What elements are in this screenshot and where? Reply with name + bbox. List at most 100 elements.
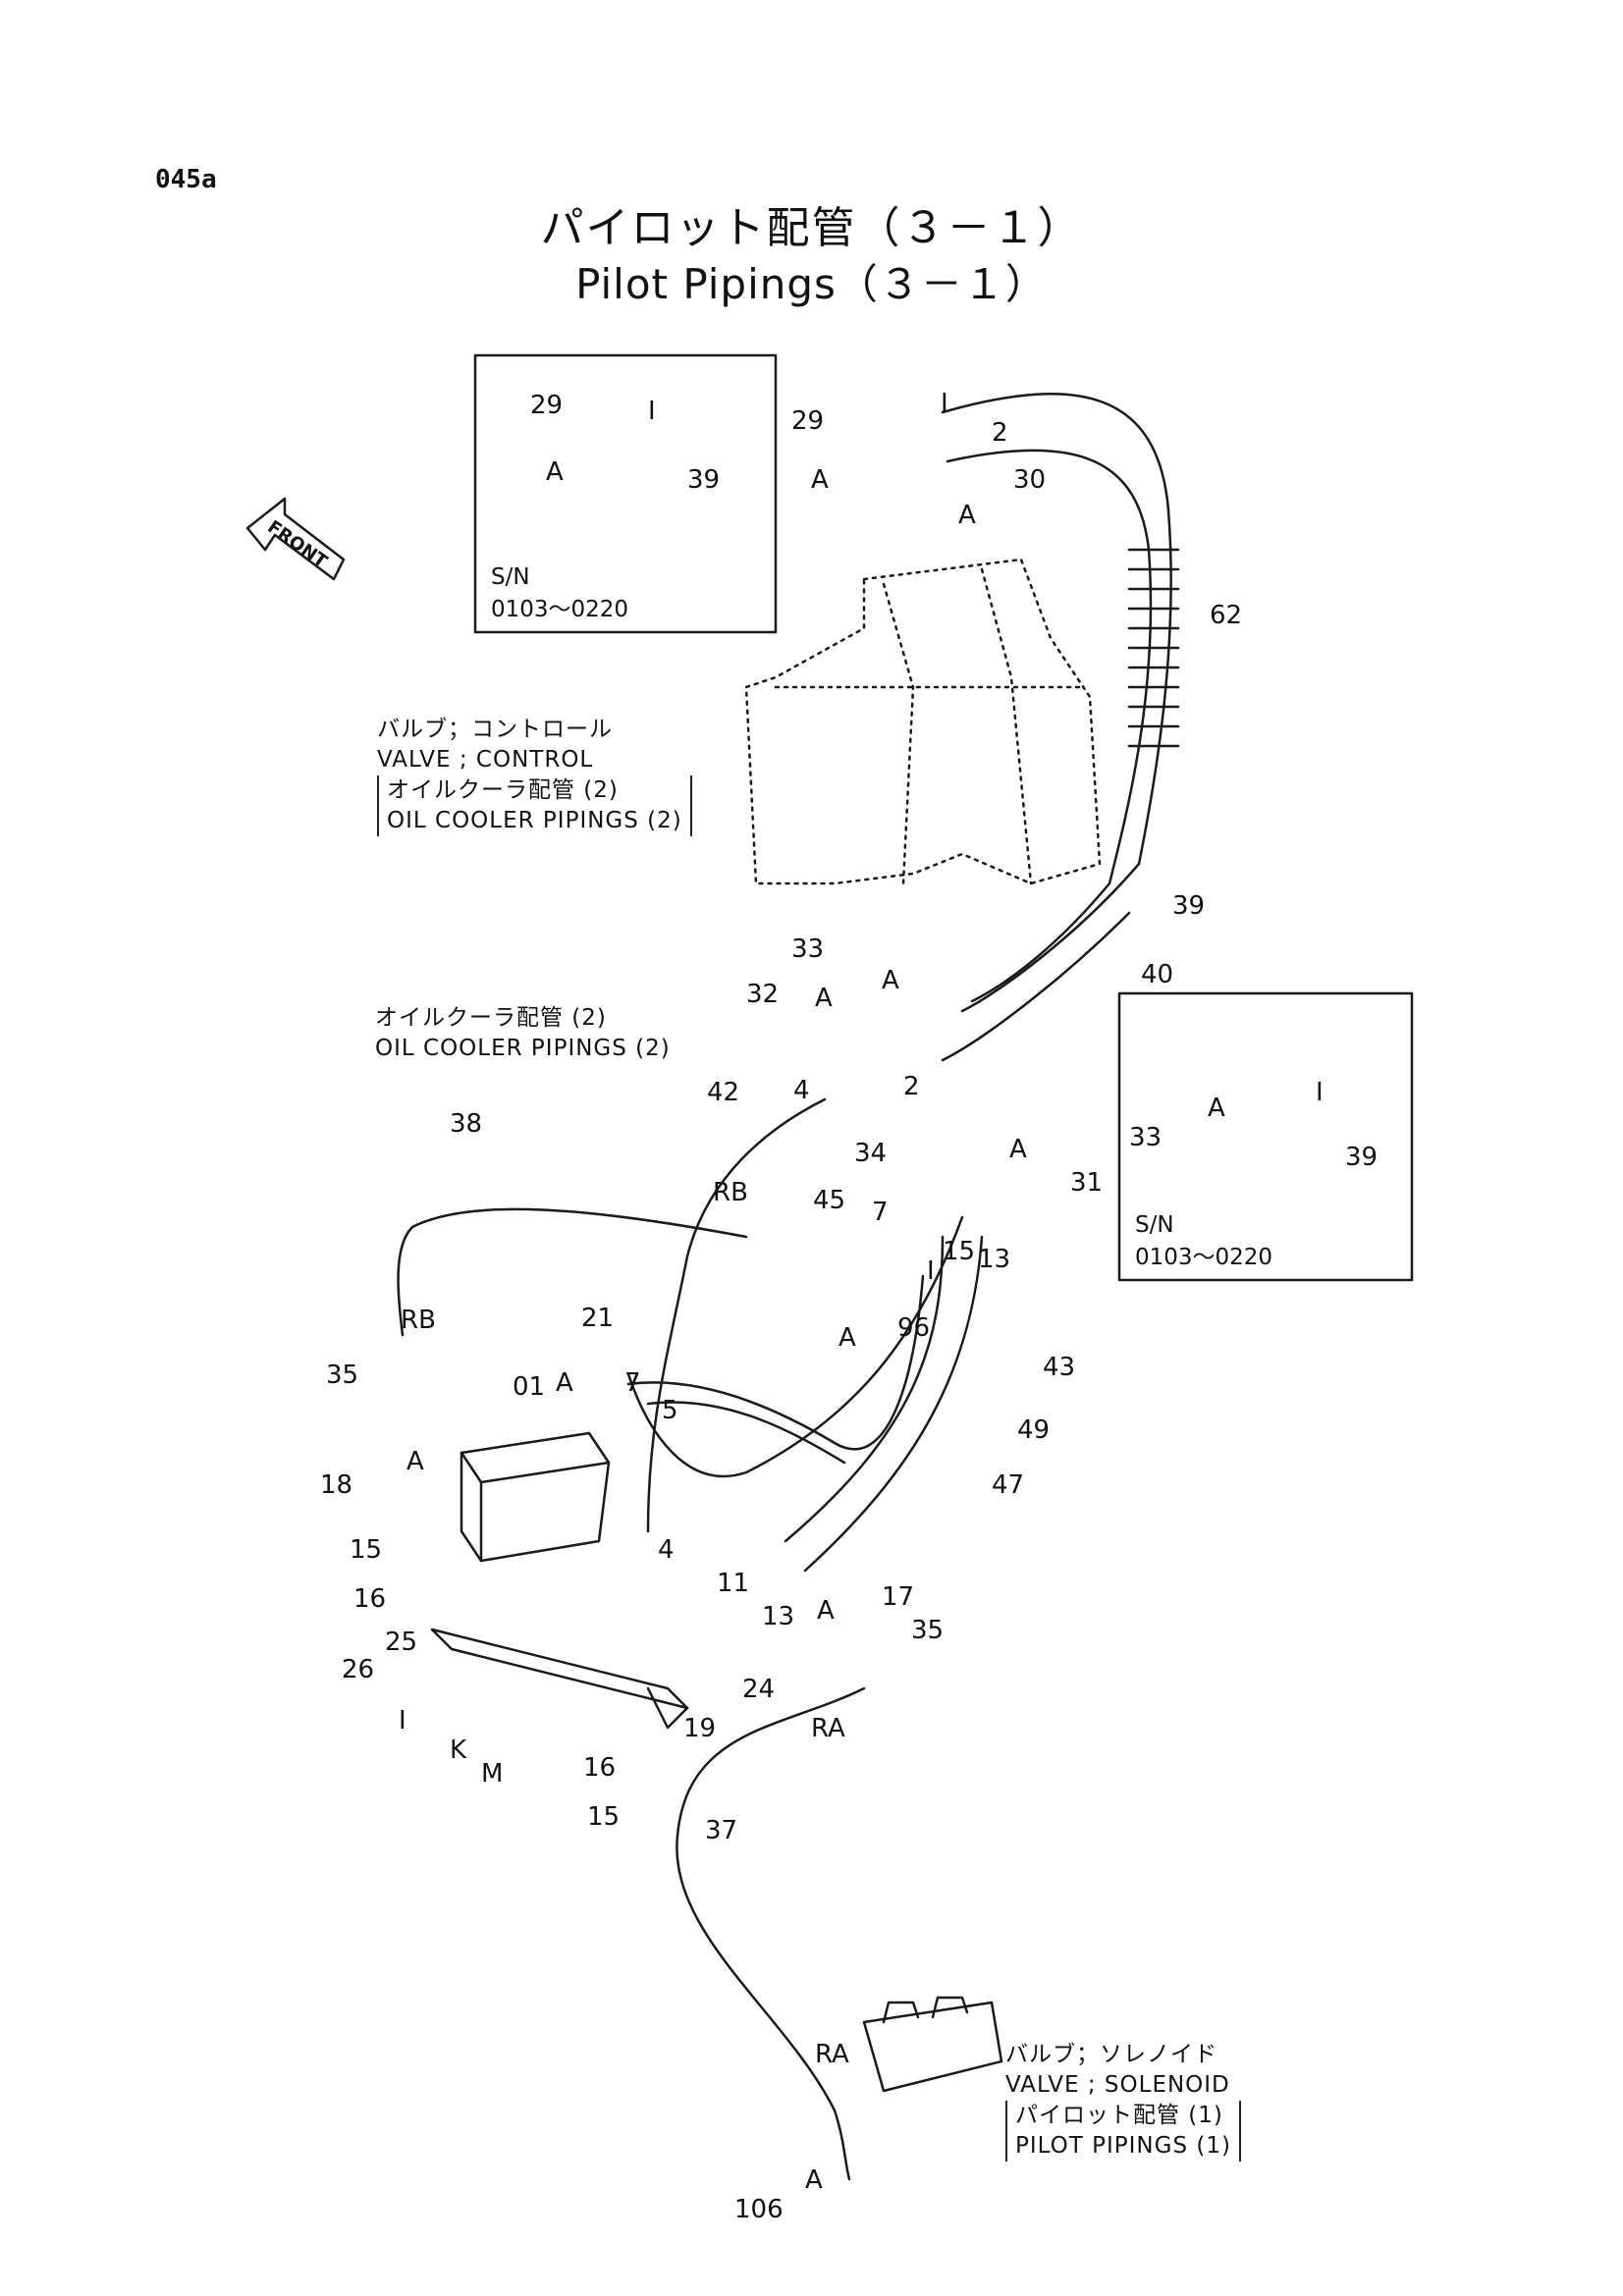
callout-2: 2	[903, 1072, 920, 1101]
manifold-block	[460, 1431, 611, 1563]
callout-i-circle: I	[399, 1706, 406, 1735]
bracket-plate	[430, 1628, 689, 1730]
page-code: 045a	[155, 165, 217, 194]
callout-16: 16	[353, 1584, 387, 1614]
callout-21: 21	[581, 1304, 615, 1333]
callout-i: I	[941, 389, 948, 418]
inset-left-sn-label: S/N	[491, 564, 530, 590]
note-oil-cooler: オイルクーラ配管 (2) OIL COOLER PIPINGS (2)	[375, 1003, 671, 1064]
callout-rb: RB	[713, 1178, 748, 1207]
callout-a: A	[882, 966, 899, 995]
callout-11: 11	[717, 1569, 750, 1598]
callout-16: 16	[583, 1753, 617, 1783]
note-control-valve-en: VALVE ; CONTROL	[377, 747, 594, 774]
inset-right-sn-range: 0103～0220	[1135, 1245, 1273, 1271]
callout-ra: RA	[815, 2040, 849, 2069]
callout-25: 25	[385, 1628, 418, 1657]
callout-37: 37	[705, 1816, 738, 1845]
callout-a: A	[839, 1323, 856, 1353]
note-solenoid-valve-en: VALVE ; SOLENOID	[1005, 2072, 1230, 2099]
inset-right-sn: S/N 0103～0220	[1135, 1209, 1272, 1275]
callout-rb: RB	[401, 1306, 436, 1335]
callout-01: 01	[513, 1372, 546, 1402]
callout-39: 39	[1172, 891, 1206, 921]
callout-15: 15	[943, 1237, 976, 1266]
front-arrow-icon	[245, 497, 346, 581]
callout-13: 13	[762, 1602, 795, 1631]
callout-31: 31	[1070, 1168, 1104, 1198]
callout-43: 43	[1043, 1353, 1076, 1382]
note-solenoid-valve: バルブ；ソレノイド VALVE ; SOLENOID パイロット配管 (1) P…	[1005, 2040, 1241, 2163]
callout-4: 4	[793, 1076, 810, 1105]
callout-35: 35	[911, 1616, 945, 1645]
callout-24: 24	[742, 1675, 776, 1704]
callout-45: 45	[813, 1186, 846, 1215]
callout-19: 19	[683, 1714, 717, 1743]
inset-right-label-33: 33	[1129, 1123, 1163, 1152]
callout-42: 42	[707, 1078, 740, 1107]
note-control-valve: バルブ；コントロール VALVE ; CONTROL オイルクーラ配管 (2) …	[377, 715, 692, 837]
callout-a: A	[958, 501, 976, 530]
inset-box-right	[1117, 991, 1414, 1282]
callout-2: 2	[992, 418, 1008, 448]
note-pilot-ref-jp: パイロット配管 (1)	[1015, 2103, 1223, 2129]
page-title-en: Pilot Pipings（３－１）	[575, 260, 1048, 308]
spiral-guard	[1127, 548, 1180, 748]
note-oil-cooler-ref-jp: オイルクーラ配管 (2)	[387, 777, 619, 804]
callout-32: 32	[746, 980, 780, 1009]
callout-38: 38	[450, 1109, 483, 1139]
inset-right-sn-label: S/N	[1135, 1212, 1174, 1238]
callout-m-circle: M	[481, 1759, 504, 1789]
callout-4: 4	[658, 1535, 675, 1565]
callout-106: 106	[734, 2195, 784, 2224]
inset-left-label-39: 39	[687, 465, 721, 495]
callout-7: 7	[624, 1368, 641, 1398]
callout-a: A	[406, 1447, 424, 1476]
callout-96: 96	[897, 1313, 931, 1343]
callout-40: 40	[1141, 960, 1174, 989]
callout-49: 49	[1017, 1415, 1051, 1445]
note-oil-cooler-jp: オイルクーラ配管 (2)	[375, 1005, 607, 1031]
callout-a: A	[811, 465, 829, 495]
inset-left-sn-range: 0103～0220	[491, 597, 629, 623]
callout-5: 5	[662, 1396, 678, 1425]
note-solenoid-valve-jp: バルブ；ソレノイド	[1005, 2042, 1217, 2067]
callout-18: 18	[320, 1470, 353, 1500]
callout-a: A	[1009, 1135, 1027, 1164]
callout-i: I	[927, 1256, 935, 1286]
inset-left-label-29: 29	[530, 391, 564, 420]
solenoid-valve-body	[862, 1996, 1003, 2093]
callout-15: 15	[350, 1535, 383, 1565]
callout-a: A	[817, 1596, 835, 1626]
callout-17: 17	[882, 1582, 915, 1612]
callout-33: 33	[791, 934, 825, 964]
callout-47: 47	[992, 1470, 1025, 1500]
inset-right-label-i: I	[1316, 1078, 1324, 1107]
callout-62: 62	[1210, 601, 1243, 630]
callout-a: A	[815, 984, 833, 1013]
callout-35: 35	[326, 1361, 359, 1390]
callout-13: 13	[978, 1245, 1011, 1274]
callout-a: A	[556, 1368, 573, 1398]
inset-left-label-a: A	[546, 457, 564, 487]
callout-ra: RA	[811, 1714, 845, 1743]
note-oil-cooler-en: OIL COOLER PIPINGS (2)	[375, 1036, 671, 1062]
note-oil-cooler-ref: オイルクーラ配管 (2) OIL COOLER PIPINGS (2)	[377, 775, 692, 837]
inset-box-left	[473, 353, 778, 634]
callout-34: 34	[854, 1139, 888, 1168]
callout-29: 29	[791, 406, 825, 436]
inset-right-label-a: A	[1208, 1094, 1225, 1123]
callout-26: 26	[342, 1655, 375, 1684]
control-valve-body	[744, 558, 1102, 885]
note-oil-cooler-ref-en: OIL COOLER PIPINGS (2)	[387, 808, 682, 834]
note-pilot-ref-en: PILOT PIPINGS (1)	[1015, 2133, 1231, 2160]
note-pilot-ref: パイロット配管 (1) PILOT PIPINGS (1)	[1005, 2101, 1241, 2163]
callout-7: 7	[872, 1198, 889, 1227]
note-control-valve-jp: バルブ；コントロール	[377, 717, 613, 742]
inset-left-sn: S/N 0103～0220	[491, 561, 628, 627]
callout-a: A	[805, 2165, 823, 2195]
callout-30: 30	[1013, 465, 1047, 495]
inset-left-label-i: I	[648, 397, 656, 426]
callout-15: 15	[587, 1802, 621, 1832]
